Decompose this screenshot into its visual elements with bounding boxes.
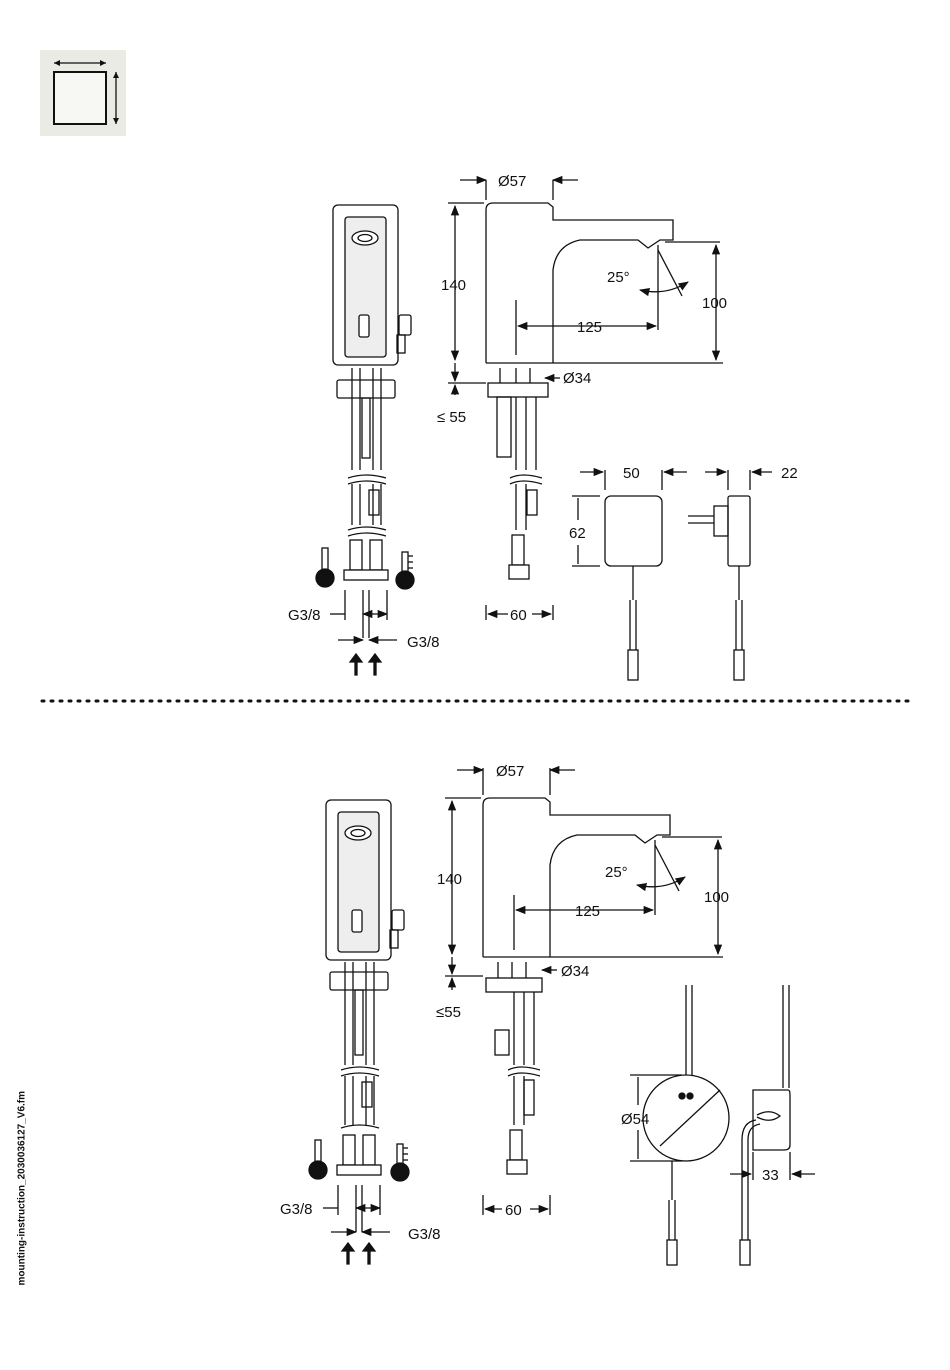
- bottom-inlet-right-label: G3/8: [408, 1226, 441, 1243]
- top-base-width-label: 60: [510, 607, 527, 624]
- bottom-dia-base-label: Ø34: [561, 963, 589, 980]
- bottom-reach-label: 125: [575, 903, 600, 920]
- top-spout-height-label: 100: [702, 295, 727, 312]
- bottom-battery-unit: [630, 985, 815, 1265]
- bottom-angle-label: 25°: [605, 864, 628, 881]
- top-power-supply: [572, 470, 772, 680]
- bottom-height-label: 140: [437, 871, 462, 888]
- top-inlet-right-label: G3/8: [407, 634, 440, 651]
- bottom-batt-dia-label: Ø54: [621, 1111, 649, 1128]
- top-psu-height-label: 62: [569, 525, 586, 542]
- top-reach-label: 125: [577, 319, 602, 336]
- bottom-spout-height-label: 100: [704, 889, 729, 906]
- top-front-view: [316, 205, 414, 675]
- top-dia-base-label: Ø34: [563, 370, 591, 387]
- top-psu-depth-label: 22: [781, 465, 798, 482]
- bottom-front-view: [309, 800, 409, 1264]
- top-height-label: 140: [441, 277, 466, 294]
- top-section: [316, 180, 772, 680]
- bottom-inlet-left-label: G3/8: [280, 1201, 313, 1218]
- bottom-counter-label: ≤55: [436, 1004, 461, 1021]
- top-psu-width-label: 50: [623, 465, 640, 482]
- bottom-batt-depth-label: 33: [762, 1167, 779, 1184]
- bottom-dia-top-label: Ø57: [496, 763, 524, 780]
- top-counter-label: ≤ 55: [437, 409, 466, 426]
- top-dia-top-label: Ø57: [498, 173, 526, 190]
- top-inlet-left-label: G3/8: [288, 607, 321, 624]
- bottom-section: [309, 768, 815, 1265]
- top-angle-label: 25°: [607, 269, 630, 286]
- bottom-base-width-label: 60: [505, 1202, 522, 1219]
- top-side-view: [448, 180, 723, 620]
